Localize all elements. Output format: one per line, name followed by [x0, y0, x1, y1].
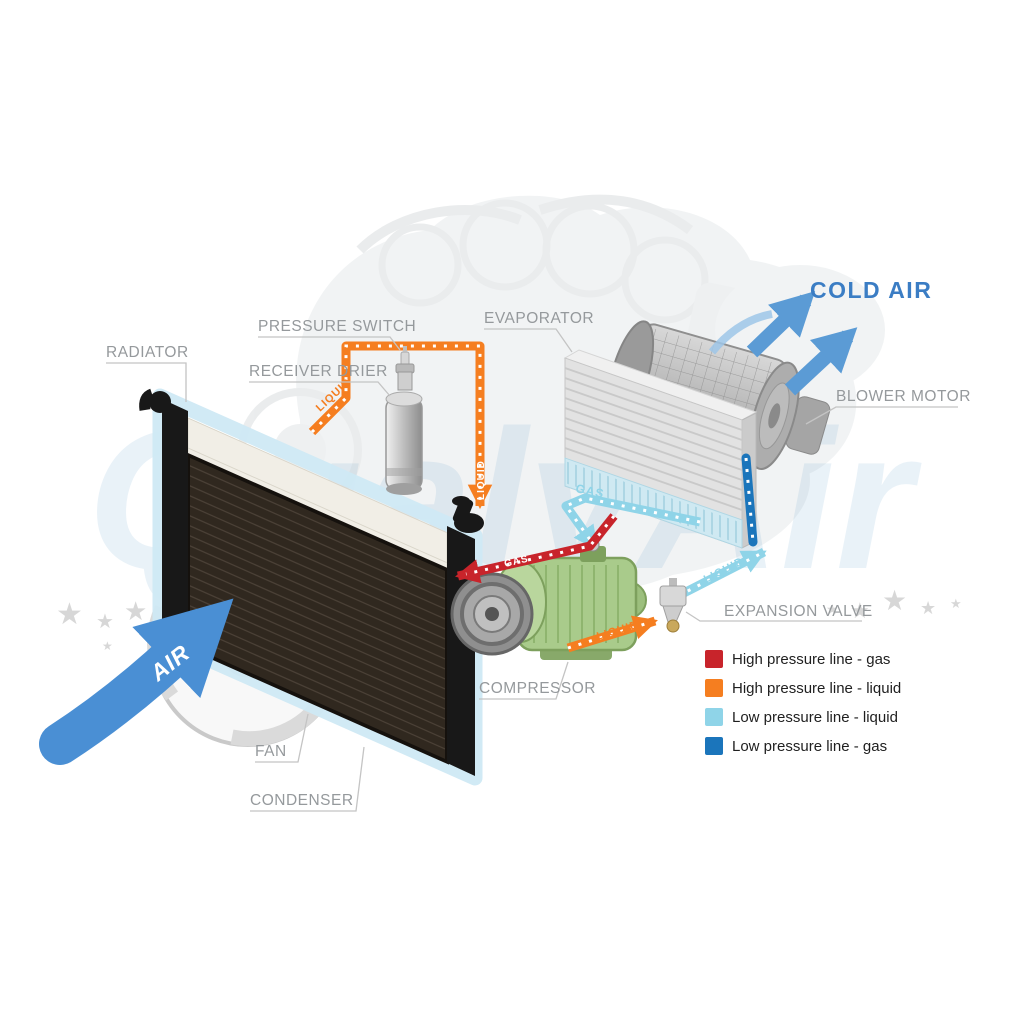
expansion-valve: [659, 578, 687, 633]
legend-label-high-gas: High pressure line - gas: [732, 651, 890, 668]
cold-air-arrow-1: [746, 291, 816, 358]
legend-label-high-liquid: High pressure line - liquid: [732, 680, 901, 697]
svg-text:★: ★: [882, 585, 907, 616]
receiver-drier-leader: [249, 381, 391, 397]
fan-label: FAN: [255, 743, 287, 760]
condenser-fins: [188, 464, 447, 751]
blower-motor-label: BLOWER MOTOR: [836, 388, 971, 405]
svg-text:★: ★: [56, 598, 83, 631]
legend: High pressure line - gas High pressure l…: [705, 650, 901, 755]
high-pressure-liquid-line-chevrons: [310, 344, 482, 500]
condenser-leader: [250, 746, 365, 812]
radiator-left-frame: [162, 399, 188, 649]
callouts: RADIATOR PRESSURE SWITCH RECEIVER DRIER …: [106, 310, 971, 812]
gas-label-suction-line: GAS: [574, 481, 605, 501]
blower-motor-leader: [805, 406, 958, 425]
cold-air-label: COLD AIR: [810, 277, 932, 303]
condenser-label: CONDENSER: [250, 792, 354, 809]
compressor-label: COMPRESSOR: [479, 680, 596, 697]
radiator-leader: [106, 362, 187, 402]
svg-text:★: ★: [850, 598, 870, 623]
liquid-line-to-expansion-valve-chevrons: [567, 621, 649, 650]
radiator-label: RADIATOR: [106, 344, 189, 361]
low-pressure-liquid-line: [675, 547, 767, 601]
legend-label-low-liquid: Low pressure line - liquid: [732, 709, 898, 726]
expansion-valve-label: EXPANSION VALVE: [724, 603, 873, 620]
legend-row-high-gas: High pressure line - gas: [705, 650, 890, 668]
evaporator-leader: [484, 328, 573, 353]
svg-text:★: ★: [950, 596, 962, 611]
legend-swatch-low-liquid: [705, 708, 723, 726]
gas-label-discharge-line: GAS: [503, 554, 530, 570]
svg-text:★: ★: [96, 611, 114, 633]
pressure-switch-label: PRESSURE SWITCH: [258, 318, 416, 335]
compressor-leader: [479, 661, 569, 700]
pressure-switch-leader: [258, 336, 401, 351]
radiator-condenser: [139, 388, 484, 786]
suction-line: [561, 493, 701, 551]
compressor-pulley: [450, 572, 534, 656]
svg-text:★: ★: [102, 639, 113, 653]
condenser-glow: [152, 388, 483, 786]
cold-air-swoosh: [708, 310, 773, 355]
low-pressure-gas-line: [741, 453, 758, 547]
evaporator-fins: [565, 367, 742, 511]
legend-label-low-gas: Low pressure line - gas: [732, 738, 887, 755]
expansion-valve-leader: [685, 611, 862, 622]
legend-row-high-liquid: High pressure line - liquid: [705, 679, 901, 697]
legend-row-low-gas: Low pressure line - gas: [705, 737, 887, 755]
legend-swatch-low-gas: [705, 737, 723, 755]
legend-swatch-high-gas: [705, 650, 723, 668]
svg-text:★: ★: [920, 598, 936, 618]
pressure-switch: [395, 346, 415, 391]
radiator-right-frame: [447, 526, 475, 776]
high-pressure-gas-line-chevrons: [465, 515, 616, 576]
svg-text:★: ★: [826, 601, 839, 617]
receiver-drier: [385, 391, 423, 495]
compressor: [450, 538, 647, 660]
liquid-label-drier-line: LIQUID: [476, 460, 487, 500]
cold-air-flow: COLD AIR: [708, 277, 932, 396]
legend-row-low-liquid: Low pressure line - liquid: [705, 708, 898, 726]
svg-text:★: ★: [124, 596, 147, 626]
air-arrow: [39, 598, 234, 765]
legend-swatch-high-liquid: [705, 679, 723, 697]
receiver-drier-label: RECEIVER DRIER: [249, 363, 388, 380]
cold-air-arrow-2: [784, 327, 858, 396]
radiator-inlet-fitting: [139, 388, 171, 413]
evaporator-label: EVAPORATOR: [484, 310, 594, 327]
fan-leader: [255, 713, 309, 763]
